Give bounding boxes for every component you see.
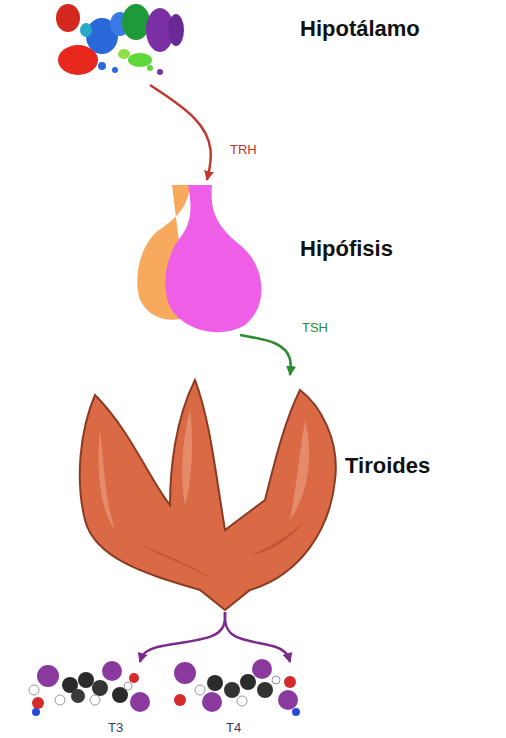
thyroid-node: Tiroides xyxy=(70,375,470,612)
hormone-arrow xyxy=(140,612,225,662)
t3-molecule xyxy=(29,661,150,716)
edge-label-holder: TSH xyxy=(300,318,330,336)
pituitary-node: Hipófisis xyxy=(125,180,470,335)
hormone-arrow xyxy=(240,335,291,375)
hormone-label: TSH xyxy=(300,320,330,335)
pituitary-gland xyxy=(137,185,261,332)
hormone-label: TRH xyxy=(228,142,259,157)
hypothalamus-node: Hipotálamo xyxy=(50,0,470,85)
hypothalamus-nuclei xyxy=(56,4,184,75)
hormone-arrow xyxy=(150,85,211,180)
thyroid-gland xyxy=(80,380,336,610)
edge-label-holder: TRH xyxy=(228,140,259,158)
hormone-node: T4 xyxy=(165,662,305,737)
organ-label: Hipófisis xyxy=(300,236,393,262)
t4-molecule xyxy=(174,659,300,716)
hormone-label: T4 xyxy=(224,720,243,735)
hormone-arrow xyxy=(225,612,290,662)
organ-label: Tiroides xyxy=(345,453,430,479)
organ-label: Hipotálamo xyxy=(300,16,420,42)
hormone-node: T3 xyxy=(28,662,160,737)
hormone-label: T3 xyxy=(106,720,125,735)
